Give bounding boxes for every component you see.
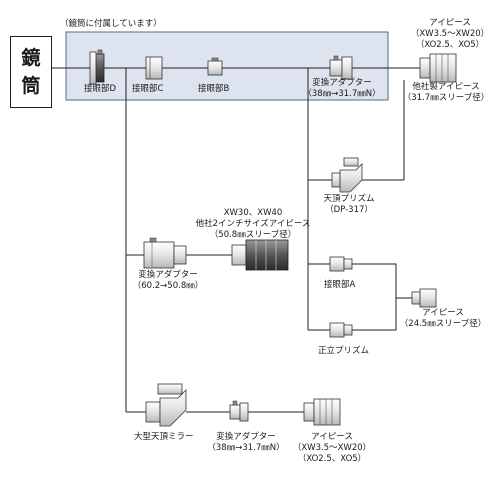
eyepiece-adapter-d-label: 接眼部D [84,84,117,94]
connection-lines [52,67,420,413]
eyepiece-adapter-c-label: 接眼部C [132,84,164,94]
telescope-char-2: 筒 [21,75,41,97]
eyepiece-245-part [411,288,437,308]
xw-2inch-eyepiece-label: XW30、XW40 他社2インチサイズアイピース （50.8㎜スリーブ径） [195,208,311,240]
eyepiece-adapter-a-part [329,256,353,272]
eyepiece-adapter-b-label: 接眼部B [198,84,230,94]
conversion-adapter-mid-part [143,237,187,269]
conversion-adapter-bottom-label: 変換アダプター （38㎜→31.7㎜N） [207,432,285,453]
conversion-adapter-top-part [329,55,353,80]
large-zenith-mirror-part [145,383,187,427]
eyepiece-top-part [419,53,457,83]
eyepiece-adapter-c-part [145,56,163,80]
eyepiece-top-label: アイピース （XW3.5～XW20） （XO2.5、XO5） [410,18,490,50]
conversion-adapter-mid-label: 変換アダプター （60.2→50.8㎜） [132,270,204,291]
eyepiece-adapter-a-label: 接眼部A [324,280,356,290]
telescope-char-1: 鏡 [21,47,41,69]
telescope-box: 鏡 筒 [10,36,52,108]
eyepiece-adapter-d-part [89,49,105,85]
eyepiece-bottom-part [303,398,341,426]
large-zenith-mirror-label: 大型天頂ミラー [134,432,194,442]
zenith-prism-part [331,157,363,193]
eyepiece-245-label: アイピース （24.5㎜スリーブ径） [399,308,487,329]
erecting-prism-part [329,322,353,338]
xw-2inch-eyepiece-part [231,239,289,271]
eyepiece-bottom-label: アイピース （XW3.5～XW20） （XO2.5、XO5） [292,432,372,464]
eyepiece-adapter-b-part [207,57,223,76]
zenith-prism-label: 天頂プリズム （DP-317） [323,194,375,215]
conversion-adapter-top-label: 変換アダプター （38㎜→31.7㎜N） [303,78,381,99]
erecting-prism-label: 正立プリズム [318,346,370,356]
conversion-adapter-bottom-part [229,400,249,422]
other-brand-eyepiece-label: 他社製アイピース （31.7㎜スリーブ径） [402,82,490,103]
included-group-caption: （鏡筒に付属しています） [60,19,162,29]
